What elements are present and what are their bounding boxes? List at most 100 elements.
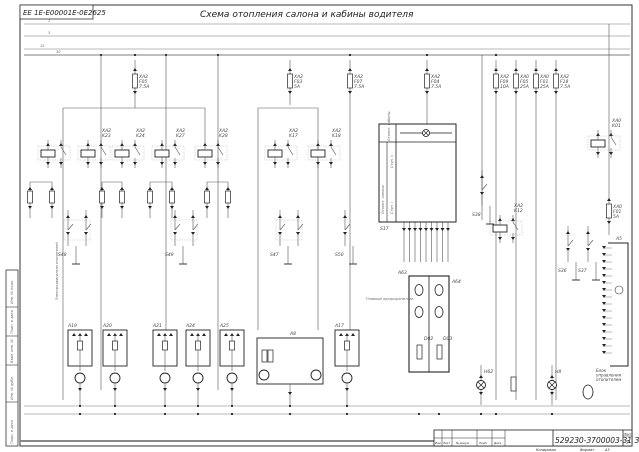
relay-coil-icon: [197, 149, 213, 158]
junction-dot: [196, 404, 200, 408]
wire: [134, 146, 141, 156]
title-block: Изм Лист № докум. Подп. Дата 5292З0-З700…: [433, 429, 639, 452]
wire: [192, 223, 199, 231]
terminal-icon: [602, 344, 606, 347]
tb-header: Подп.: [479, 441, 488, 445]
terminal-icon: [46, 162, 50, 165]
terminal-icon: [226, 187, 230, 190]
terminal-icon: [278, 232, 282, 235]
terminal-icon: [205, 187, 209, 190]
note-text: Плавкий предохранитель: [366, 297, 414, 301]
terminal-icon: [173, 162, 177, 165]
wire: [587, 239, 594, 247]
fan-icon: [614, 285, 624, 295]
fuse-icon: [513, 73, 519, 89]
terminal-icon: [119, 333, 123, 336]
motor-icon: [192, 372, 204, 384]
junction-dot: [288, 412, 292, 416]
relay-num: K01: [612, 123, 621, 129]
relay-num: K18: [332, 133, 341, 139]
terminal-icon: [84, 215, 88, 218]
diode-icon: [436, 344, 443, 360]
fuse-ref: XA0: [519, 74, 529, 80]
relay-coil-icon: [154, 149, 170, 158]
terminal-icon: [343, 215, 347, 218]
resistor-icon: [344, 340, 350, 351]
terminal-icon: [554, 68, 558, 71]
circuit-group: XA2F057.5AXA2F035AXA2F077.5AXA2F047.5AXA…: [27, 24, 622, 416]
terminal-icon: [550, 375, 554, 378]
terminal-icon: [226, 206, 230, 209]
switch-ref: S47: [270, 252, 279, 258]
terminal-icon: [205, 206, 209, 209]
terminal-icon: [534, 91, 538, 94]
tb-header: Дата: [493, 441, 502, 445]
terminal-icon: [202, 333, 206, 336]
terminal-icon: [511, 237, 515, 240]
fuse-icon: [510, 376, 517, 392]
relay-num: K24: [136, 133, 145, 139]
wire: [477, 381, 485, 389]
switch-unit-s17: Отопит. кабины Отопит. салона Ступ. II С…: [378, 111, 457, 232]
terminal-icon: [429, 228, 434, 231]
switch-outline: [275, 219, 303, 241]
motor-icon: [582, 384, 594, 400]
top-buses: [24, 23, 630, 56]
bus-label: 15: [40, 44, 45, 48]
switch-ref: S49: [165, 252, 174, 258]
side-label: Взам. инв. №: [10, 339, 14, 363]
terminal-icon: [602, 323, 606, 326]
terminal-icon: [84, 232, 88, 235]
terminal-icon: [170, 187, 174, 190]
junction-dot: [348, 53, 352, 57]
terminal-icon: [586, 231, 590, 234]
terminal-icon: [216, 143, 220, 146]
document-code: 5292З0-З700003-31 ЗЗ: [555, 436, 639, 445]
format-label: Формат: [580, 448, 595, 452]
terminal-icon: [446, 228, 450, 231]
terminal-icon: [602, 281, 606, 284]
terminal-icon: [66, 232, 70, 235]
relay-outline: [307, 145, 341, 161]
fuse-icon: [204, 190, 210, 204]
junction-dot: [230, 412, 234, 416]
relay-num: K23: [102, 133, 111, 139]
terminal-icon: [339, 333, 343, 336]
terminal-icon: [236, 333, 240, 336]
terminal-icon: [550, 392, 554, 395]
junction-dot: [113, 404, 117, 408]
terminal-icon: [566, 231, 570, 234]
terminal-icon: [113, 388, 117, 391]
side-label: Подп. и дата: [10, 310, 14, 334]
relay-outline: [194, 145, 228, 161]
resistor-icon: [77, 340, 83, 351]
junction-dot: [425, 53, 429, 57]
terminal-icon: [169, 333, 173, 336]
terminal-icon: [100, 206, 104, 209]
fuse-rating: 7.5A: [560, 84, 570, 90]
wire: [297, 223, 304, 231]
relay-ref: XA2: [135, 128, 145, 134]
fuse-rating: 25A: [520, 84, 529, 90]
wire: [610, 136, 617, 146]
terminal-icon: [554, 91, 558, 94]
drawing-title: Схема отопления салона и кабины водителя: [200, 10, 414, 20]
fuse-num: F07: [354, 79, 362, 85]
terminal-icon: [191, 232, 195, 235]
terminal-icon: [596, 152, 600, 155]
relay-outline: [151, 145, 185, 161]
fuse-icon: [287, 73, 293, 89]
terminal-icon: [148, 206, 152, 209]
terminal-icon: [494, 68, 498, 71]
relay-coil-icon: [492, 224, 508, 233]
junction-dot: [196, 412, 200, 416]
resistor-icon: [195, 340, 201, 351]
relay-ref: XA2: [218, 128, 228, 134]
heater-ref: A20: [102, 323, 112, 329]
heater-ref: A64: [451, 279, 461, 285]
terminal-icon: [286, 143, 290, 146]
fuse-ref: XA2: [499, 74, 509, 80]
terminal-icon: [288, 392, 292, 395]
relay-ref: XA2: [513, 203, 523, 209]
terminal-icon: [480, 192, 484, 195]
